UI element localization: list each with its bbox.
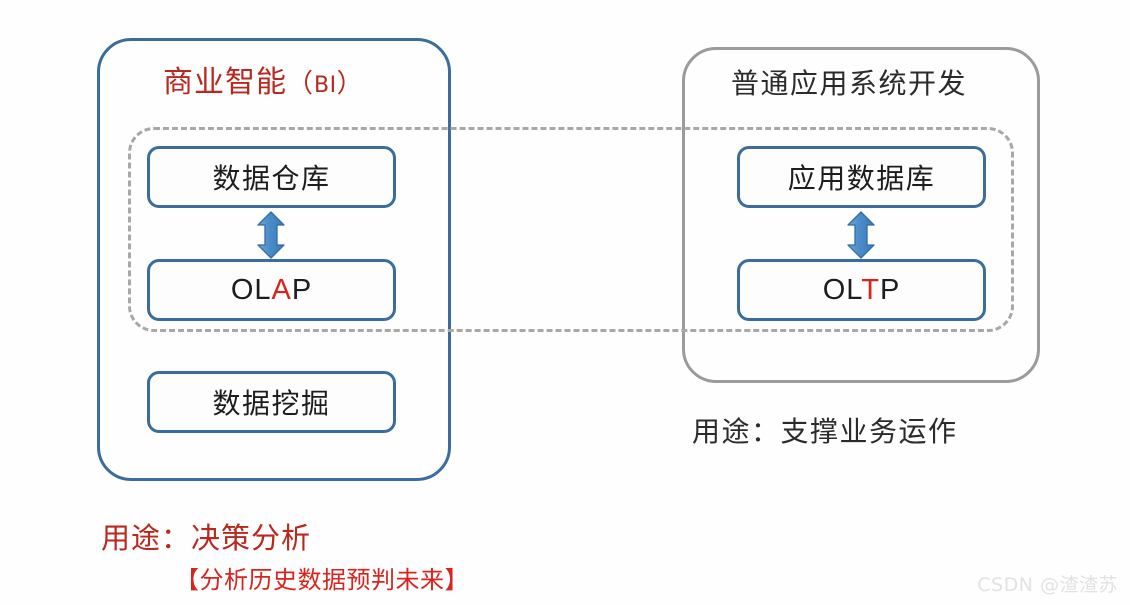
node-oltp[interactable]: OLTP — [737, 259, 986, 321]
panel-bi-title-paren-open: （ — [287, 69, 315, 99]
panel-bi-title: 商业智能（BI） — [163, 57, 364, 101]
panel-application-system — [682, 47, 1040, 383]
double-arrow-icon-dw-olap — [257, 211, 285, 259]
node-data-mining-label: 数据挖掘 — [212, 387, 331, 420]
watermark-text: CSDN @渣渣苏 — [977, 574, 1118, 596]
double-arrow-icon-appdb-oltp — [847, 211, 875, 259]
node-oltp-label-post: P — [879, 273, 901, 306]
node-oltp-label-accent: T — [861, 273, 880, 306]
node-oltp-label: OLTP — [823, 274, 901, 307]
node-data-warehouse[interactable]: 数据仓库 — [147, 146, 396, 208]
panel-bi-title-cjk: 商业智能 — [163, 65, 287, 100]
node-oltp-label-pre: OL — [822, 273, 862, 306]
node-olap-label-pre: OL — [230, 273, 272, 306]
panel-business-intelligence — [97, 38, 451, 481]
node-application-database-label: 应用数据库 — [787, 162, 936, 195]
node-application-database[interactable]: 应用数据库 — [737, 146, 986, 208]
node-olap-label-accent: A — [271, 273, 292, 306]
panel-app-title: 普通应用系统开发 — [731, 67, 968, 100]
caption-bi-purpose: 用途：决策分析 — [101, 521, 312, 555]
node-data-mining[interactable]: 数据挖掘 — [147, 371, 396, 433]
node-data-warehouse-label: 数据仓库 — [212, 162, 331, 195]
node-olap[interactable]: OLAP — [147, 259, 396, 321]
panel-bi-title-latin: BI — [314, 73, 337, 98]
panel-bi-title-paren-close: ） — [336, 69, 364, 99]
caption-app-purpose: 用途：支撑业务运作 — [692, 415, 958, 448]
caption-bi-purpose-detail: 【分析历史数据预判未来】 — [175, 566, 469, 594]
node-olap-label: OLAP — [231, 274, 312, 307]
node-olap-label-post: P — [291, 273, 313, 306]
